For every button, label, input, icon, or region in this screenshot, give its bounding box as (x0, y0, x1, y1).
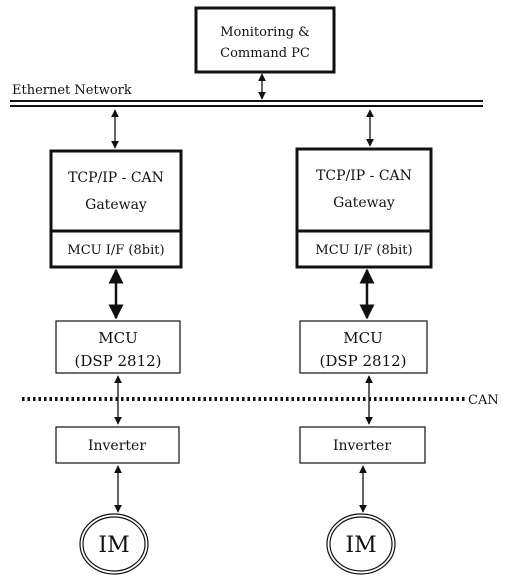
inverter-box-right (299, 426, 426, 464)
motor-left-label: IM (98, 533, 129, 558)
mcu-if-right-label: MCU I/F (8bit) (315, 243, 412, 258)
ethernet-network-label: Ethernet Network (12, 83, 132, 98)
command-pc-box (194, 6, 336, 74)
mcu-left-line2: (DSP 2812) (74, 352, 161, 370)
motor-left-outer (79, 513, 149, 575)
gateway-right-line2: Gateway (333, 195, 395, 211)
gateway-left-line1: TCP/IP - CAN (68, 170, 164, 186)
node-right: TCP/IP - CAN Gateway MCU I/F (8bit) MCU … (295, 109, 433, 575)
mcu-left-line1: MCU (98, 329, 137, 347)
ethernet-network: Ethernet Network (10, 83, 483, 107)
motor-right-outer (326, 513, 396, 575)
motor-right-inner (329, 516, 393, 572)
gateway-left-line2: Gateway (85, 197, 147, 213)
inverter-left-label: Inverter (88, 438, 146, 454)
node-left: TCP/IP - CAN Gateway MCU I/F (8bit) MCU … (49, 109, 183, 575)
gateway-box-left (49, 149, 183, 233)
mcu-right-line2: (DSP 2812) (319, 352, 406, 370)
gateway-right-line1: TCP/IP - CAN (316, 168, 412, 184)
command-pc-line2: Command PC (220, 46, 310, 61)
mcu-right-line1: MCU (343, 329, 382, 347)
motor-right-label: IM (345, 533, 376, 558)
inverter-box-left (55, 426, 180, 464)
can-bus-label: CAN (468, 393, 499, 408)
gateway-box-right (295, 147, 433, 233)
mcu-if-left-label: MCU I/F (8bit) (67, 243, 164, 258)
mcu-if-box-left (49, 229, 183, 269)
command-pc-line1: Monitoring & (220, 25, 310, 40)
motor-left-inner (82, 516, 146, 572)
mcu-if-box-right (295, 229, 433, 269)
command-pc: Monitoring & Command PC (194, 6, 336, 74)
inverter-right-label: Inverter (333, 438, 391, 454)
mcu-box-right (299, 320, 428, 374)
mcu-box-left (55, 320, 181, 374)
can-bus: CAN (22, 393, 499, 408)
